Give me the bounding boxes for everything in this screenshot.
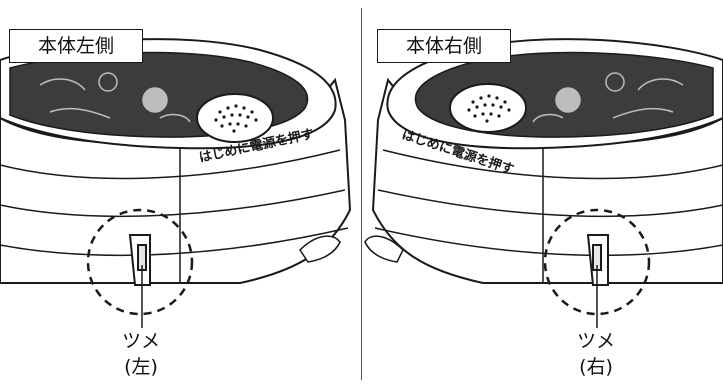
aed-left-illustration: はじめに電源を押す [0, 38, 352, 328]
speaker-holes [467, 94, 511, 123]
lid-pictograms [39, 72, 191, 123]
speaker-holes [214, 104, 258, 133]
claw-callout: ツメ (右) [561, 328, 631, 380]
claw-highlight-circle [86, 208, 194, 316]
claw [128, 234, 151, 286]
panel-title: 本体左側 [9, 29, 143, 63]
left-side-panel: はじめに電源を押す 本体左側 ツメ (左) [0, 0, 360, 385]
side-label: (右) [579, 356, 613, 378]
part-label: ツメ [121, 330, 160, 352]
side-accessory [299, 235, 341, 263]
power-button [449, 83, 527, 133]
claw [586, 234, 609, 286]
right-side-panel: はじめに電源を押す 本体右側 ツメ (右) [363, 0, 723, 385]
lid-pictograms [532, 72, 684, 123]
panel-divider [361, 8, 362, 380]
claw-highlight-circle [543, 208, 651, 316]
part-label: ツメ [576, 330, 615, 352]
aed-right-illustration: はじめに電源を押す [364, 38, 723, 328]
claw-callout: ツメ (左) [106, 328, 176, 380]
panel-title: 本体右側 [377, 29, 511, 63]
power-button [196, 93, 274, 143]
body-seams [374, 148, 723, 283]
side-accessory [364, 235, 404, 263]
side-label: (左) [124, 356, 158, 378]
